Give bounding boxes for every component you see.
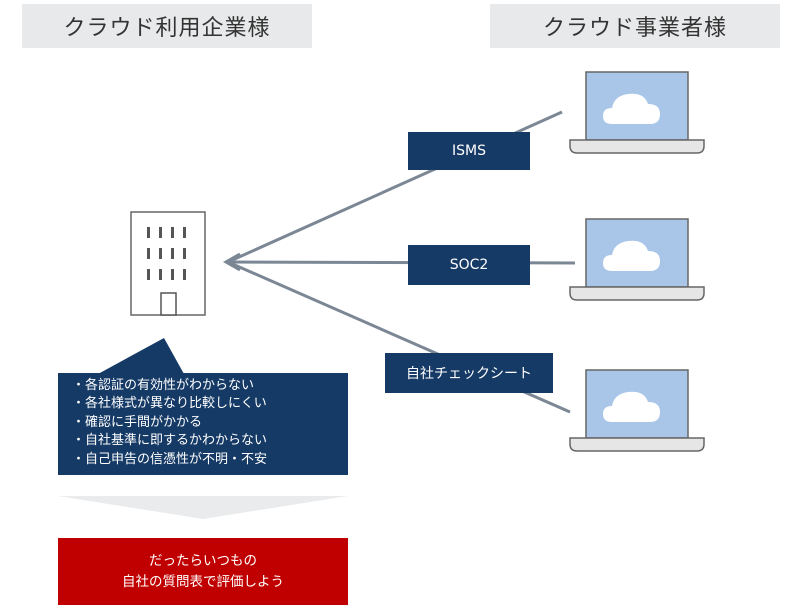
issues-bubble-tail	[98, 338, 184, 374]
cert-label-soc2-text: SOC2	[449, 257, 489, 273]
provider-header-label: クラウド事業者様	[542, 16, 727, 41]
issue-item: ・各認証の有効性がわからない	[72, 378, 255, 393]
conclusion-line-2: 自社の質問表で評価しよう	[122, 573, 284, 590]
customer-header: クラウド利用企業様	[22, 4, 312, 48]
cert-label-isms: ISMS	[408, 132, 530, 170]
issues-box: ・各認証の有効性がわからない ・各社様式が異なり比較しにくい ・確認に手間がかか…	[58, 373, 348, 475]
down-arrow-shape	[58, 496, 348, 519]
cert-label-isms-text: ISMS	[452, 143, 486, 159]
laptop-cloud-icon-1	[569, 71, 705, 154]
conclusion-line-1: だったらいつもの	[149, 552, 257, 569]
arrow-head-icon	[222, 252, 241, 272]
cert-label-self-check: 自社チェックシート	[385, 353, 553, 393]
issue-item: ・自社基準に即するかわからない	[72, 433, 268, 449]
building-icon	[130, 211, 206, 316]
issue-item: ・確認に手間がかかる	[72, 414, 203, 430]
laptop-cloud-icon-3	[569, 369, 705, 452]
laptop-cloud-icon-2	[569, 218, 705, 301]
issue-item: ・各社様式が異なり比較しにくい	[72, 396, 267, 412]
conclusion-box: だったらいつもの 自社の質問表で評価しよう	[58, 538, 348, 605]
provider-header: クラウド事業者様	[490, 4, 780, 48]
issue-item: ・自己申告の信憑性が不明・不安	[72, 451, 268, 467]
cert-label-soc2: SOC2	[408, 245, 530, 285]
cert-label-self-check-text: 自社チェックシート	[406, 366, 532, 382]
issues-list: ・各認証の有効性がわからない ・各社様式が異なり比較しにくい ・確認に手間がかか…	[72, 377, 348, 469]
customer-header-label: クラウド利用企業様	[63, 16, 271, 41]
